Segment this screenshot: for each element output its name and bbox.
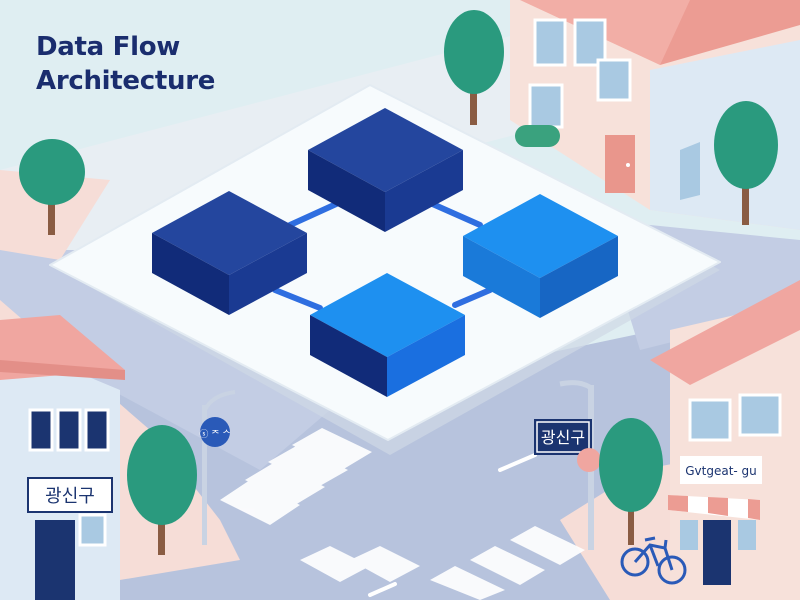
page-subtitle: Architecture xyxy=(36,66,216,96)
tree xyxy=(599,418,663,545)
signpost-right: 광신구 xyxy=(534,380,601,550)
diagram-platform xyxy=(49,84,721,441)
tree xyxy=(714,101,778,225)
tree xyxy=(19,139,85,235)
block-top xyxy=(308,108,463,232)
crosswalk xyxy=(220,428,585,600)
block-right xyxy=(463,194,618,318)
block-bottom xyxy=(310,273,465,397)
tree xyxy=(127,425,197,555)
shop-awning xyxy=(668,495,760,520)
shop-sign: Gvtgeat- gu xyxy=(680,456,762,484)
page-title: Data Flow xyxy=(36,32,181,62)
tree xyxy=(444,10,504,125)
svg-text:Gvtgeat- gu: Gvtgeat- gu xyxy=(685,464,757,478)
signpost-left: ⓢ ᄌ ᄉ xyxy=(199,390,236,545)
svg-text:ⓢ ᄌ ᄉ: ⓢ ᄌ ᄉ xyxy=(199,429,230,440)
block-left xyxy=(152,191,307,315)
shop-building xyxy=(650,280,800,600)
house-left xyxy=(0,315,125,600)
left-building-sign: 광신구 xyxy=(27,477,113,513)
svg-text:광신구: 광신구 xyxy=(541,428,585,447)
svg-text:광신구: 광신구 xyxy=(45,486,95,507)
bicycle-icon xyxy=(620,536,687,585)
